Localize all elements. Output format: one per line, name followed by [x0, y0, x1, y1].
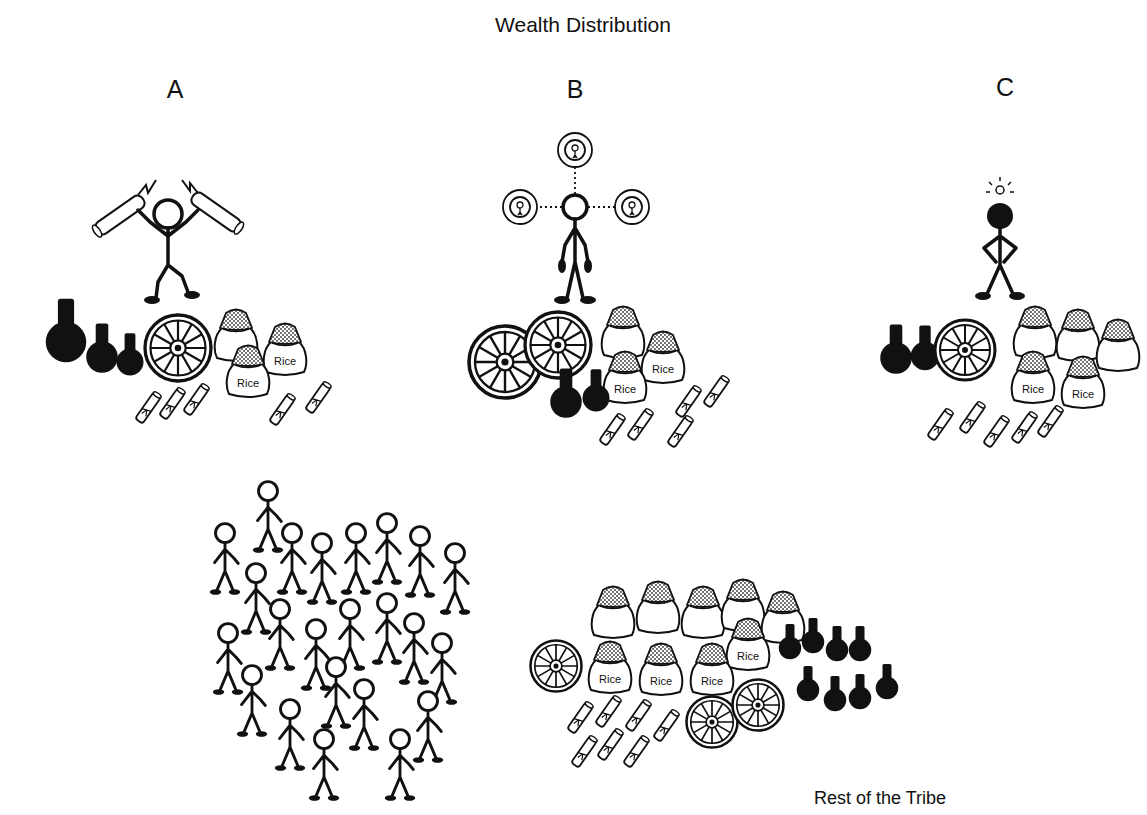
figure-c [880, 177, 1139, 448]
figure-b [469, 133, 730, 448]
tribe-people [210, 482, 470, 801]
bag-label: Rice [274, 355, 296, 367]
group-letter: A [167, 76, 184, 104]
bag-label: Rice [1072, 388, 1094, 400]
bag-label: Rice [614, 383, 636, 395]
bag-label: Rice [599, 673, 621, 685]
bag-label: Rice [652, 363, 674, 375]
bag-label: Rice [1022, 383, 1044, 395]
group-letter: C [996, 74, 1014, 102]
tribe-wealth [531, 580, 899, 768]
figure-a [46, 180, 332, 426]
group-letter: B [567, 76, 584, 104]
bag-label: Rice [701, 675, 723, 687]
bag-label: Rice [237, 377, 259, 389]
group-label: Rest of the Tribe [814, 789, 946, 809]
bag-label: Rice [737, 650, 759, 662]
title: Wealth Distribution [495, 13, 671, 36]
bag-label: Rice [650, 675, 672, 687]
